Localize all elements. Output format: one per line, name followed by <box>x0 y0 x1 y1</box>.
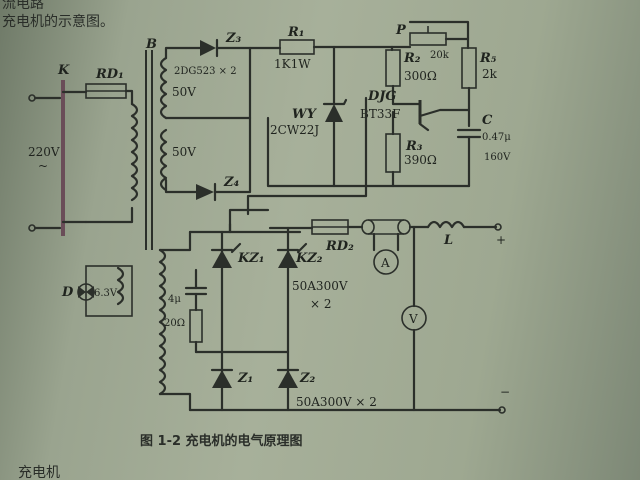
resistor-r3-value: 390Ω <box>404 153 437 167</box>
resistor-r5-value: 2k <box>482 67 498 81</box>
diode-z4 <box>196 46 252 202</box>
page-second-line: 充电机的示意图。 <box>2 13 114 30</box>
transformer-b-label: B <box>145 37 157 52</box>
zener-wy-label: WY <box>292 107 318 122</box>
output-negative-label: − <box>500 385 510 399</box>
resistor-r1 <box>279 39 394 55</box>
inductor-label: L <box>443 233 453 248</box>
diode-z2 <box>276 368 300 388</box>
page-top-line: 流电路 <box>2 0 44 12</box>
mains-ac-symbol: ~ <box>38 159 48 173</box>
ujt-label: DJG <box>367 89 397 104</box>
winding-b-label: 50V <box>172 145 196 159</box>
resistor-r1-label: R₁ <box>287 25 305 40</box>
mains-voltage-label: 220V <box>28 145 60 159</box>
resistor-r5-label: R₅ <box>479 51 497 66</box>
scr-kz2 <box>276 242 308 268</box>
snubber-r-label: 20Ω <box>164 318 185 329</box>
transformer-b <box>130 50 168 250</box>
lamp-d-label: D <box>61 285 74 300</box>
voltmeter[interactable]: V <box>401 305 427 331</box>
ammeter[interactable]: A <box>372 232 400 275</box>
resistor-r3 <box>385 133 401 188</box>
ujt-type: BT33F <box>360 107 400 121</box>
trigger-network <box>385 20 482 188</box>
output-negative-terminal[interactable] <box>498 406 506 414</box>
resistor-r1-value: 1K1W <box>274 57 311 71</box>
ammeter-symbol: A <box>380 256 390 270</box>
power-transformer-secondary <box>158 230 192 412</box>
cap-c-label: C <box>482 113 493 128</box>
cap-c-value: 0.47μ <box>482 132 511 143</box>
diode-z4-label: Z₄ <box>223 175 239 190</box>
lamp-d <box>77 265 133 317</box>
scr-kz1 <box>210 242 242 268</box>
diode-z3 <box>200 38 282 58</box>
diode-rating: 50A300V × 2 <box>296 395 377 409</box>
zener-type: 2CW22J <box>270 123 319 137</box>
diode-z3-type: 2DG523 × 2 <box>174 66 237 77</box>
diode-z2-label: Z₂ <box>299 371 315 386</box>
scr-rating: 50A300V <box>292 279 348 293</box>
diode-z1-label: Z₁ <box>237 371 253 386</box>
diode-z3-label: Z₃ <box>225 31 241 46</box>
scr-kz2-label: KZ₂ <box>295 251 323 266</box>
pot-value: 20k <box>430 50 450 61</box>
lamp-voltage: 6.3V <box>94 288 118 299</box>
resistor-r3-label: R₃ <box>405 139 423 154</box>
fuse-rd1-label: RD₁ <box>95 67 124 82</box>
fuse-rd2-label: RD₂ <box>325 239 354 254</box>
scr-kz1-label: KZ₁ <box>237 251 264 266</box>
output-positive-label: + <box>496 233 506 247</box>
winding-a-label: 50V <box>172 85 196 99</box>
snubber-c-label: 4μ <box>168 294 181 305</box>
snubber <box>184 268 208 354</box>
resistor-r2-value: 300Ω <box>404 69 437 83</box>
resistor-r2-label: R₂ <box>403 51 421 66</box>
zener-wy <box>322 45 348 188</box>
mains-input <box>28 80 134 236</box>
page-bottom-line: 充电机 <box>18 465 60 480</box>
scr-qty: × 2 <box>310 297 332 311</box>
figure-caption: 图 1-2 充电机的电气原理图 <box>140 433 303 449</box>
output-positive-terminal[interactable] <box>494 223 502 231</box>
diode-z1 <box>210 368 234 388</box>
switch-k-label: K <box>57 63 70 78</box>
voltmeter-symbol: V <box>408 312 418 326</box>
ujt-djg <box>391 90 471 136</box>
cap-c-voltage: 160V <box>484 152 511 163</box>
node-p-label: P <box>395 23 407 38</box>
